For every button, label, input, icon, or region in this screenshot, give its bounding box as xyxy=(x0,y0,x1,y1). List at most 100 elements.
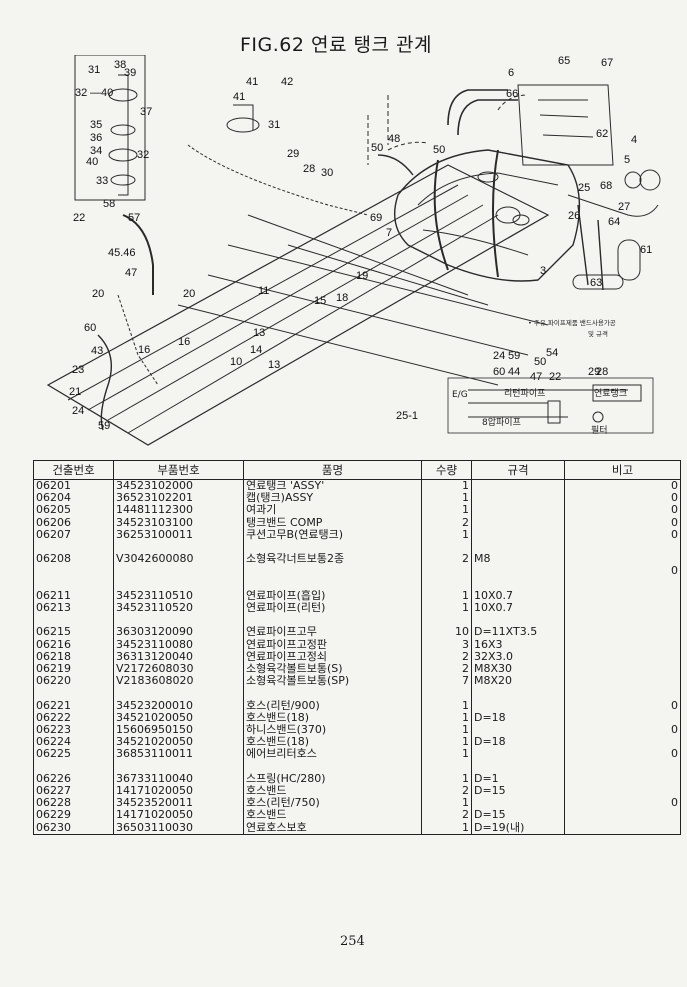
svg-text:31: 31 xyxy=(268,119,280,131)
cell-quantity xyxy=(421,614,472,627)
diagram-note-line2: 및 규격 xyxy=(588,330,608,338)
cell-part-name: 쿠션고무B(연료탱크) xyxy=(243,528,422,542)
cell-spec xyxy=(471,699,565,712)
cell-remarks xyxy=(564,638,681,651)
table-spacer-row xyxy=(33,577,681,590)
cell-spec xyxy=(471,724,565,737)
cell-quantity: 1 xyxy=(421,711,472,724)
cell-part-name: 호스밴드 xyxy=(243,809,422,822)
cell-part-name: 호스밴드 xyxy=(243,785,422,798)
cell-part-name: 연료파이프고무 xyxy=(243,626,422,639)
svg-text:28: 28 xyxy=(596,366,608,378)
cell-spec xyxy=(471,516,565,529)
cell-remarks: 0 xyxy=(564,565,681,578)
svg-text:20: 20 xyxy=(183,288,195,300)
cell-spec xyxy=(471,577,565,590)
cell-part-name: 소형육각볼트보통(S) xyxy=(243,663,422,676)
cell-ref-no: 06208 xyxy=(33,553,114,566)
cell-ref-no: 06213 xyxy=(33,602,114,615)
cell-ref-no: 06204 xyxy=(33,492,114,505)
cell-quantity xyxy=(421,541,472,554)
svg-text:40: 40 xyxy=(86,156,98,168)
cell-part-name: 연료탱크 'ASSY' xyxy=(243,479,422,493)
svg-text:59: 59 xyxy=(98,420,110,432)
cell-ref-no xyxy=(33,577,114,590)
cell-quantity: 1 xyxy=(421,748,472,761)
cell-part-no xyxy=(113,760,244,773)
cell-ref-no: 06201 xyxy=(33,479,114,493)
cell-ref-no: 06226 xyxy=(33,772,114,785)
svg-text:54: 54 xyxy=(546,347,558,359)
cell-ref-no: 06221 xyxy=(33,699,114,712)
svg-text:63: 63 xyxy=(590,277,602,289)
svg-text:59: 59 xyxy=(508,350,520,362)
cell-quantity xyxy=(421,760,472,773)
cell-ref-no: 06230 xyxy=(33,821,114,835)
svg-text:29: 29 xyxy=(588,366,600,378)
cell-ref-no xyxy=(33,541,114,554)
cell-spec xyxy=(471,479,565,493)
header-quantity: 수량 xyxy=(421,460,472,480)
cell-spec xyxy=(471,614,565,627)
cell-quantity: 1 xyxy=(421,602,472,615)
cell-part-name: 호스(리턴/750) xyxy=(243,797,422,810)
svg-text:7: 7 xyxy=(386,227,392,239)
cell-part-no xyxy=(113,687,244,700)
cell-remarks xyxy=(564,650,681,663)
svg-text:26: 26 xyxy=(568,210,580,222)
cell-remarks xyxy=(564,589,681,602)
svg-text:50: 50 xyxy=(371,142,383,154)
cell-spec: D=19(내) xyxy=(471,821,565,835)
header-spec: 규격 xyxy=(471,460,565,480)
svg-text:21: 21 xyxy=(69,386,81,398)
cell-quantity: 1 xyxy=(421,797,472,810)
cell-quantity: 1 xyxy=(421,589,472,602)
cell-part-no: 36503110030 xyxy=(113,821,244,835)
svg-text:57: 57 xyxy=(128,212,140,224)
svg-text:16: 16 xyxy=(138,344,150,356)
svg-text:13: 13 xyxy=(253,327,265,339)
cell-part-no: 15606950150 xyxy=(113,724,244,737)
cell-remarks: 0 xyxy=(564,479,681,493)
table-spacer-row xyxy=(33,614,681,627)
cell-ref-no: 06225 xyxy=(33,748,114,761)
cell-part-no xyxy=(113,565,244,578)
cell-spec: D=18 xyxy=(471,711,565,724)
svg-text:44: 44 xyxy=(508,366,520,378)
svg-text:67: 67 xyxy=(601,57,613,69)
cell-spec: D=18 xyxy=(471,736,565,749)
svg-text:36: 36 xyxy=(90,132,102,144)
cell-part-name: 연료호스보호 xyxy=(243,821,422,835)
cell-part-name: 하니스밴드(370) xyxy=(243,724,422,737)
svg-text:62: 62 xyxy=(596,128,608,140)
cell-spec xyxy=(471,748,565,761)
cell-quantity: 2 xyxy=(421,650,472,663)
cell-part-no: 34523110080 xyxy=(113,638,244,651)
svg-text:58: 58 xyxy=(103,198,115,210)
cell-part-no: V2172608030 xyxy=(113,663,244,676)
svg-text:60: 60 xyxy=(493,366,505,378)
cell-quantity xyxy=(421,687,472,700)
svg-text:47: 47 xyxy=(125,267,137,279)
svg-text:27: 27 xyxy=(618,201,630,213)
svg-text:28: 28 xyxy=(303,163,315,175)
cell-quantity: 1 xyxy=(421,772,472,785)
cell-spec xyxy=(471,492,565,505)
cell-quantity xyxy=(421,577,472,590)
cell-remarks xyxy=(564,553,681,566)
svg-text:16: 16 xyxy=(178,336,190,348)
page-number: 254 xyxy=(340,934,365,949)
cell-ref-no xyxy=(33,565,114,578)
svg-text:41: 41 xyxy=(233,91,245,103)
cell-part-name xyxy=(243,541,422,554)
cell-part-name: 연료파이프고정판 xyxy=(243,638,422,651)
svg-text:35: 35 xyxy=(90,119,102,131)
